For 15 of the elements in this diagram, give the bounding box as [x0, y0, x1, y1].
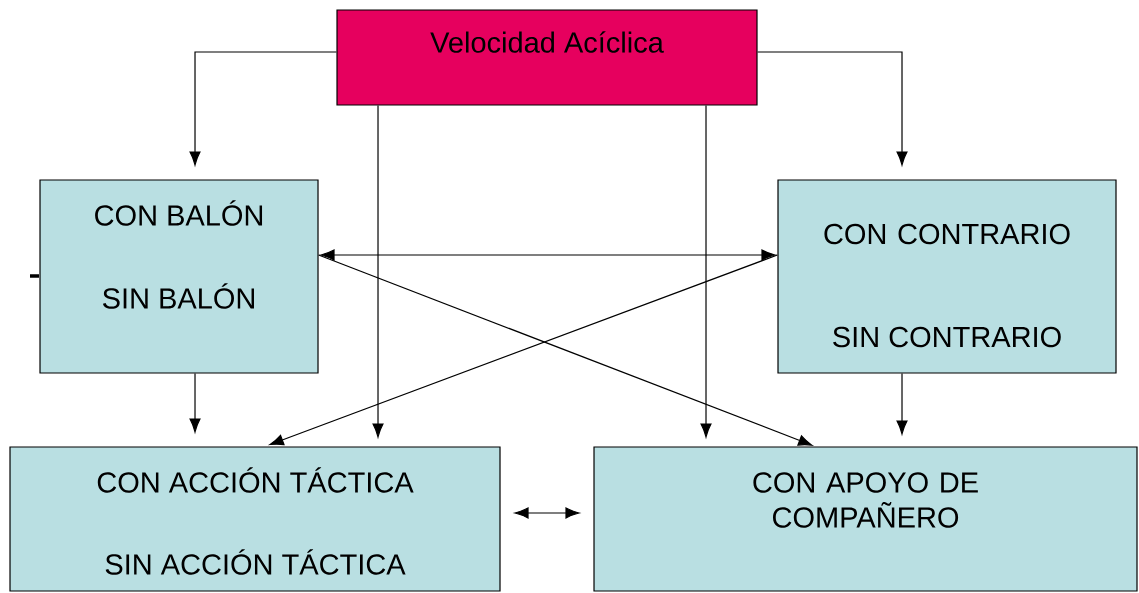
arrow [896, 373, 908, 435]
arrow [700, 105, 712, 438]
process-box: CON CONTRARIO SIN CONTRARIO [777, 179, 1117, 374]
arrow [269, 254, 778, 446]
arrow [318, 254, 813, 446]
process-box: CON APOYO DE COMPAÑERO [593, 446, 1138, 592]
process-box: Velocidad Acíclica [336, 9, 758, 106]
arrow [757, 51, 908, 166]
arrow [189, 373, 201, 433]
arrow [372, 105, 384, 438]
arrow [514, 507, 580, 519]
process-box: CON BALÓN SIN BALÓN [39, 179, 319, 374]
arrow [189, 51, 337, 166]
arrow [320, 249, 776, 261]
process-box: CON ACCIÓN TÁCTICA SIN ACCIÓN TÁCTICA [9, 446, 501, 592]
